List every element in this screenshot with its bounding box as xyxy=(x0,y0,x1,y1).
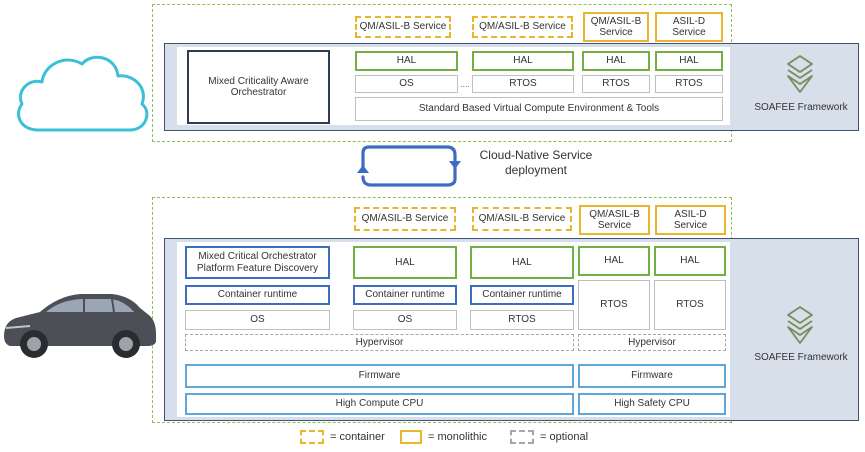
bottom-container-runtime-3: Container runtime xyxy=(470,285,574,305)
top-hal-4: HAL xyxy=(655,51,723,71)
top-service-qm-1: QM/ASIL-B Service xyxy=(355,16,451,38)
top-service-qm-2: QM/ASIL-B Service xyxy=(472,16,573,38)
legend: = container = monolithic = optional xyxy=(300,428,620,448)
bottom-container-runtime-2: Container runtime xyxy=(353,285,457,305)
top-service-asil-d: ASIL-D Service xyxy=(655,12,723,42)
bottom-service-asil-d: ASIL-D Service xyxy=(655,205,726,235)
bottom-hypervisor-1: Hypervisor xyxy=(185,334,574,351)
bottom-os-2: OS xyxy=(353,310,457,330)
bottom-service-qm-1: QM/ASIL-B Service xyxy=(354,207,456,231)
bottom-high-compute-cpu: High Compute CPU xyxy=(185,393,574,415)
bottom-high-safety-cpu: High Safety CPU xyxy=(578,393,726,415)
bottom-hal-2: HAL xyxy=(470,246,574,279)
top-hal-2: HAL xyxy=(472,51,574,71)
top-hal-1: HAL xyxy=(355,51,458,71)
bottom-firmware-1: Firmware xyxy=(185,364,574,388)
top-virtual-compute-env: Standard Based Virtual Compute Environme… xyxy=(355,97,723,121)
deployment-label: Cloud-Native Service deployment xyxy=(466,148,606,178)
top-framework-label: SOAFEE Framework xyxy=(754,102,848,113)
top-os: OS xyxy=(355,75,458,93)
top-service-qm-3: QM/ASIL-B Service xyxy=(583,12,649,42)
bottom-hal-3: HAL xyxy=(578,246,650,276)
legend-optional-label: = optional xyxy=(540,431,589,443)
cloud-native-deployment-cycle-icon xyxy=(357,145,461,187)
top-rtos-2: RTOS xyxy=(582,75,650,93)
deployment-label-line1: Cloud-Native Service xyxy=(479,148,593,162)
bottom-os-1: OS xyxy=(185,310,330,330)
bottom-rtos-3: RTOS xyxy=(654,280,726,330)
bottom-rtos-2: RTOS xyxy=(578,280,650,330)
top-hal-3: HAL xyxy=(582,51,650,71)
bottom-framework-label: SOAFEE Framework xyxy=(754,352,848,363)
legend-monolithic-label: = monolithic xyxy=(428,431,488,443)
top-ellipsis: .... xyxy=(459,78,470,89)
top-rtos-1: RTOS xyxy=(472,75,574,93)
car-icon xyxy=(4,294,156,358)
bottom-hal-4: HAL xyxy=(654,246,726,276)
bottom-firmware-2: Firmware xyxy=(578,364,726,388)
bottom-service-qm-3: QM/ASIL-B Service xyxy=(579,205,650,235)
bottom-orchestrator: Mixed Critical Orchestrator Platform Fea… xyxy=(185,246,330,279)
legend-monolithic-swatch xyxy=(400,430,422,444)
deployment-label-line2: deployment xyxy=(504,163,568,177)
bottom-container-runtime-1: Container runtime xyxy=(185,285,330,305)
legend-container-swatch xyxy=(300,430,324,444)
top-rtos-3: RTOS xyxy=(655,75,723,93)
top-orchestrator: Mixed Criticality Aware Orchestrator xyxy=(187,50,330,124)
soafee-logo-icon xyxy=(787,306,813,344)
soafee-logo-icon xyxy=(787,55,813,93)
legend-optional-swatch xyxy=(510,430,534,444)
cloud-icon xyxy=(17,55,149,132)
bottom-hal-1: HAL xyxy=(353,246,457,279)
legend-container-label: = container xyxy=(330,431,385,443)
bottom-rtos-1: RTOS xyxy=(470,310,574,330)
bottom-service-qm-2: QM/ASIL-B Service xyxy=(472,207,572,231)
bottom-hypervisor-2: Hypervisor xyxy=(578,334,726,351)
